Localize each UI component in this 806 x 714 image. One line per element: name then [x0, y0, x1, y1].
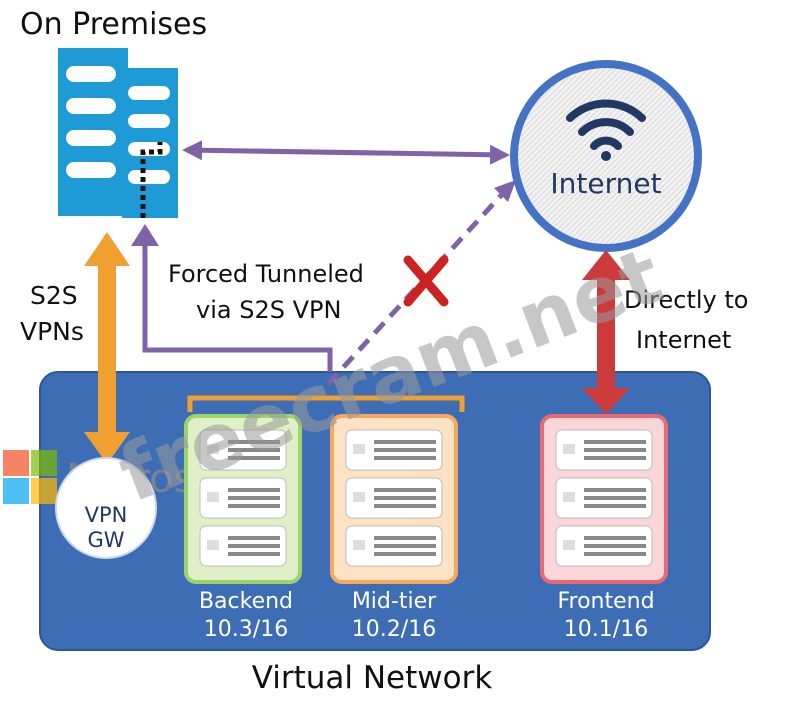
on-premises-title: On Premises: [20, 7, 207, 42]
forced-tunnel-path: [142, 240, 333, 372]
forced-label-line2: via S2S VPN: [196, 296, 341, 324]
frontend-name: Frontend: [557, 589, 654, 614]
backend-range: 10.3/16: [204, 617, 288, 642]
backend-server-1: [199, 429, 287, 471]
on-premises-server-icon: [58, 48, 178, 218]
blocked-x-icon: [403, 255, 449, 307]
s2s-label-line2: VPNs: [20, 317, 84, 346]
s2s-vpn-arrow: [84, 232, 130, 464]
midtier-tier: [330, 414, 458, 584]
backend-tier: [184, 414, 302, 584]
backend-name: Backend: [199, 589, 293, 614]
forced-tunnel-arrowhead: [131, 224, 159, 246]
frontend-server-2: [555, 477, 653, 519]
frontend-tier: [540, 414, 668, 584]
backend-server-2: [199, 477, 287, 519]
vpngw-line2: GW: [87, 528, 124, 552]
frontend-server-1: [555, 429, 653, 471]
midtier-name: Mid-tier: [352, 589, 437, 614]
midtier-range: 10.2/16: [352, 617, 436, 642]
backend-server-3: [199, 525, 287, 567]
frontend-range: 10.1/16: [564, 617, 648, 642]
s2s-label-line1: S2S: [30, 281, 78, 310]
vpngw-line1: VPN: [85, 503, 128, 527]
blocked-internet-path: [326, 188, 508, 386]
internet-node: Internet: [510, 60, 702, 252]
midtier-server-3: [345, 525, 443, 567]
vpn-gateway: VPN GW: [55, 457, 157, 559]
direct-label-line1: Directly to: [624, 286, 748, 314]
midtier-server-1: [345, 429, 443, 471]
direct-label-line2: Internet: [636, 326, 731, 354]
wifi-icon: [566, 99, 646, 161]
midtier-server-2: [345, 477, 443, 519]
internet-label: Internet: [550, 167, 661, 200]
blocked-path-arrowhead: [494, 180, 516, 202]
virtual-network-label: Virtual Network: [252, 660, 493, 696]
tier-group-bracket: [187, 395, 465, 412]
onprem-internet-arrow: [182, 140, 510, 165]
frontend-server-3: [555, 525, 653, 567]
forced-label-line1: Forced Tunneled: [168, 260, 364, 288]
direct-internet-arrow: [582, 250, 630, 414]
